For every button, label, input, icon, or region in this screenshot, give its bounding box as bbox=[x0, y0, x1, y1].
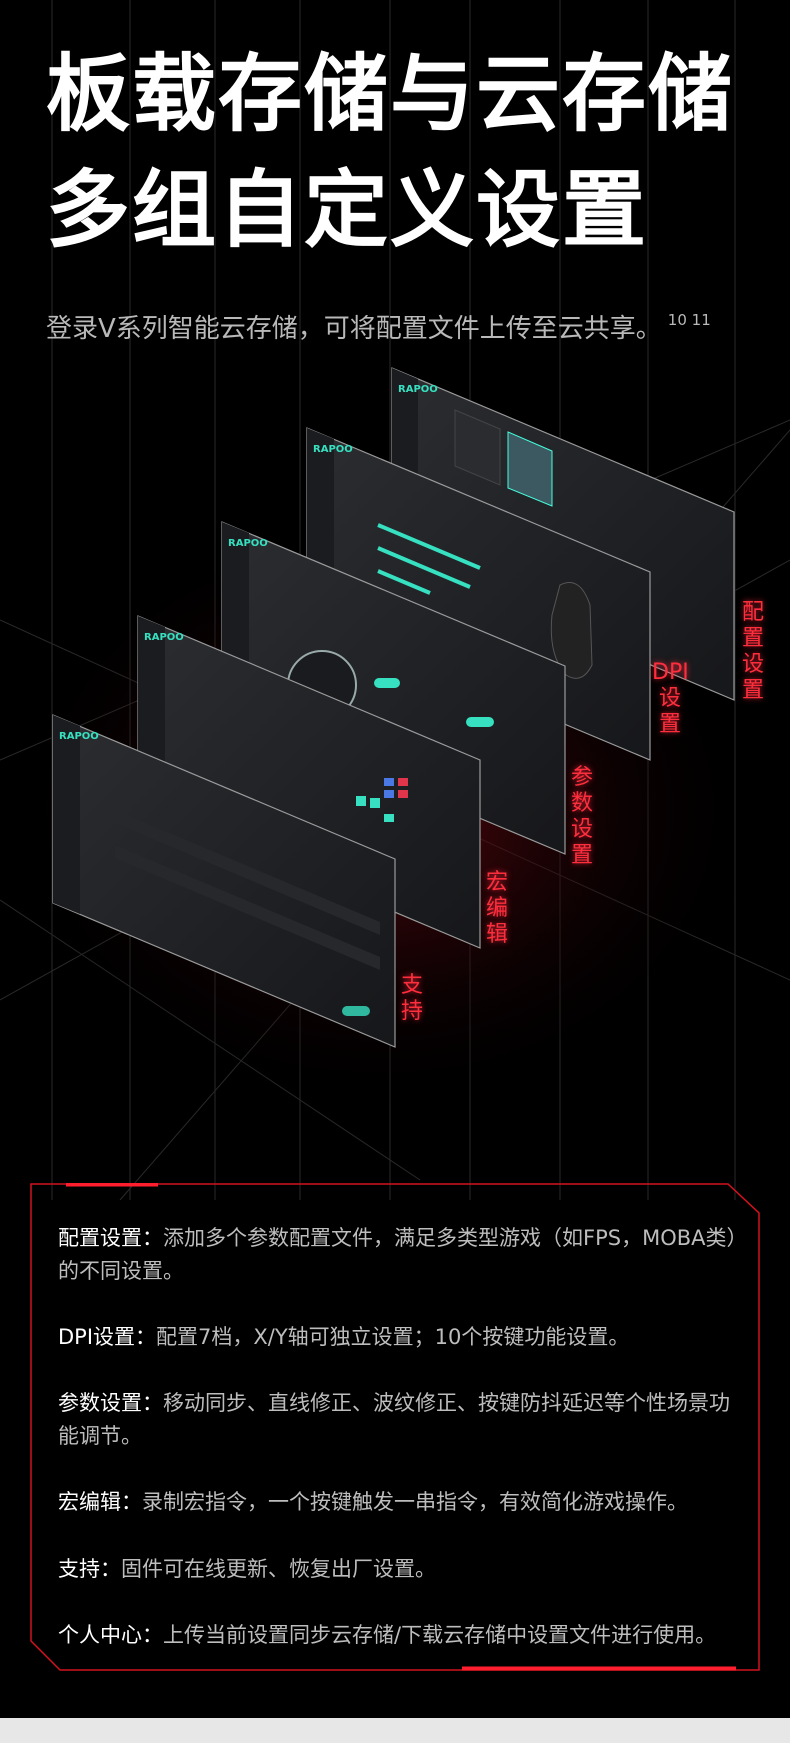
brand-mark-3: RAPOO bbox=[228, 538, 268, 549]
panel-support bbox=[52, 714, 396, 1048]
label-profile-settings: 配置设置 bbox=[741, 600, 764, 703]
feature-key: 参数设置： bbox=[58, 1391, 163, 1415]
feature-description-box bbox=[30, 1183, 760, 1671]
heading-line-1: 板载存储与云存储 bbox=[46, 45, 735, 143]
footer-strip bbox=[0, 1718, 790, 1743]
feature-key: 支持： bbox=[58, 1557, 121, 1581]
brand-mark-1: RAPOO bbox=[398, 384, 438, 395]
feature-text: 配置7档，X/Y轴可独立设置；10个按键功能设置。 bbox=[156, 1325, 630, 1349]
feature-key: 配置设置： bbox=[58, 1226, 163, 1250]
feature-text: 移动同步、直线修正、波纹修正、按键防抖延迟等个性场景功能调节。 bbox=[58, 1391, 730, 1448]
footnote-marker: 10 11 bbox=[667, 311, 711, 329]
label-dpi-settings: DPI设置 bbox=[652, 660, 689, 737]
subtitle-text: 登录V系列智能云存储，可将配置文件上传至云共享。 bbox=[46, 314, 662, 344]
feature-key: 宏编辑： bbox=[58, 1490, 142, 1514]
brand-mark-5: RAPOO bbox=[59, 731, 99, 742]
feature-item-personal-center: 个人中心：上传当前设置同步云存储/下载云存储中设置文件进行使用。 bbox=[58, 1619, 758, 1652]
feature-key: 个人中心： bbox=[58, 1623, 163, 1647]
feature-text: 录制宏指令，一个按键触发一串指令，有效简化游戏操作。 bbox=[142, 1490, 688, 1514]
brand-mark-2: RAPOO bbox=[313, 444, 353, 455]
brand-mark-4: RAPOO bbox=[144, 632, 184, 643]
feature-item-dpi: DPI设置：配置7档，X/Y轴可独立设置；10个按键功能设置。 bbox=[58, 1321, 748, 1354]
feature-item-support: 支持：固件可在线更新、恢复出厂设置。 bbox=[58, 1553, 748, 1586]
feature-item-profile: 配置设置：添加多个参数配置文件，满足多类型游戏（如FPS，MOBA类）的不同设置… bbox=[58, 1222, 748, 1288]
description-frame bbox=[30, 1183, 760, 1671]
panel-stack-art: RAPOO RAPOO RAPOO RAPOO RAPOO bbox=[0, 367, 760, 1110]
label-macro-editor: 宏编辑 bbox=[485, 870, 508, 947]
heading-line-2: 多组自定义设置 bbox=[46, 161, 649, 259]
feature-key: DPI设置： bbox=[58, 1325, 157, 1349]
label-support: 支持 bbox=[400, 973, 423, 1024]
subtitle: 登录V系列智能云存储，可将配置文件上传至云共享。 10 11 bbox=[46, 308, 711, 345]
feature-text: 添加多个参数配置文件，满足多类型游戏（如FPS，MOBA类）的不同设置。 bbox=[58, 1226, 748, 1283]
feature-text: 上传当前设置同步云存储/下载云存储中设置文件进行使用。 bbox=[163, 1623, 717, 1647]
feature-item-macro: 宏编辑：录制宏指令，一个按键触发一串指令，有效简化游戏操作。 bbox=[58, 1486, 748, 1519]
feature-item-parameters: 参数设置：移动同步、直线修正、波纹修正、按键防抖延迟等个性场景功能调节。 bbox=[58, 1387, 748, 1453]
software-panel-stack: RAPOO RAPOO RAPOO RAPOO RAPOO 配置设置 DPI设置… bbox=[0, 360, 790, 1160]
label-parameter-settings: 参数设置 bbox=[570, 765, 593, 868]
feature-text: 固件可在线更新、恢复出厂设置。 bbox=[121, 1557, 436, 1581]
